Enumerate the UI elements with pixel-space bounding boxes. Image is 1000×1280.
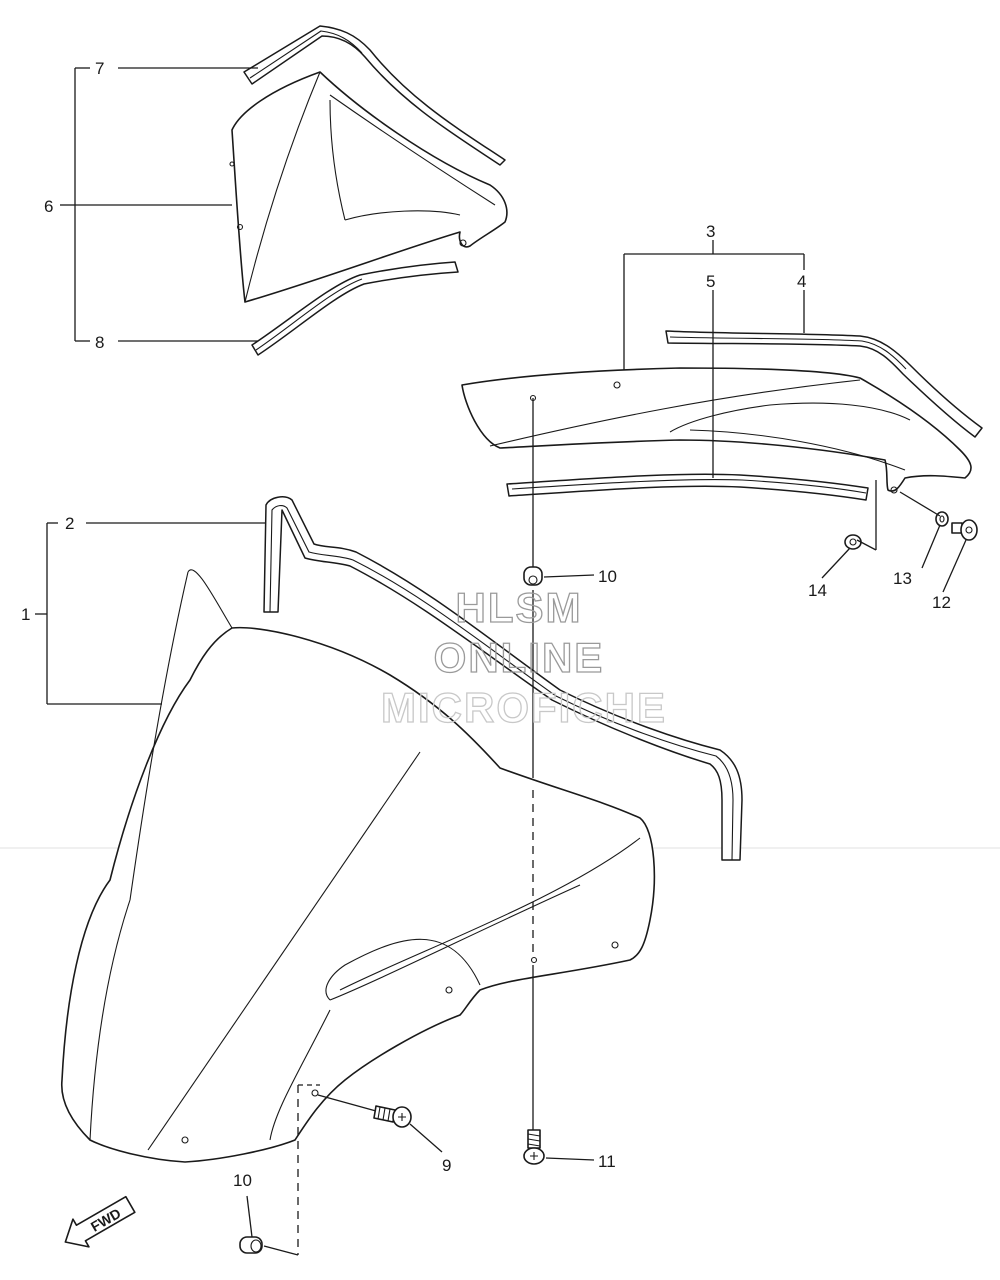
- watermark: HLSM ONLINE MICROFICHE: [380, 583, 667, 731]
- callout-2: 2: [65, 514, 74, 533]
- callout-1: 1: [21, 605, 30, 624]
- part-11-screw: [523, 1129, 545, 1165]
- watermark-line-3: MICROFICHE: [381, 684, 667, 731]
- part-10-grommet-upper: [523, 566, 543, 586]
- callout-8: 8: [95, 333, 104, 352]
- part-8-trim-strip: [251, 261, 459, 356]
- callout-7: 7: [95, 59, 104, 78]
- part-12-screw: [951, 519, 978, 541]
- part-2-trim-strip: [263, 496, 743, 861]
- watermark-line-2: ONLINE: [434, 634, 605, 681]
- callout-11: 11: [598, 1152, 616, 1171]
- callout-4: 4: [797, 272, 806, 291]
- callout-10-lower: 10: [233, 1171, 252, 1190]
- callout-6: 6: [44, 197, 53, 216]
- part-10-grommet-lower: [239, 1236, 263, 1254]
- part-1-windshield: [60, 569, 656, 1163]
- callout-14: 14: [808, 581, 827, 600]
- part-9-screw: [373, 1105, 412, 1128]
- part-3-side-panel: [461, 367, 972, 494]
- callout-13: 13: [893, 569, 912, 588]
- callout-10-upper: 10: [598, 567, 617, 586]
- part-6-side-cover: [229, 71, 508, 303]
- watermark-line-1: HLSM: [456, 584, 583, 631]
- callout-9: 9: [442, 1156, 451, 1175]
- callout-labels: 7 6 8 3 5 4 2 1 10 14 13 12 9 11 10: [21, 59, 951, 1190]
- part-4-trim-strip: [665, 330, 983, 438]
- callout-5: 5: [706, 272, 715, 291]
- callout-3: 3: [706, 222, 715, 241]
- part-7-trim-strip: [243, 25, 506, 166]
- leader-lines: [35, 67, 967, 1256]
- part-5-trim-strip: [506, 473, 869, 501]
- callout-12: 12: [932, 593, 951, 612]
- fwd-arrow: FWD: [64, 1195, 136, 1248]
- part-14-nut: [844, 534, 862, 550]
